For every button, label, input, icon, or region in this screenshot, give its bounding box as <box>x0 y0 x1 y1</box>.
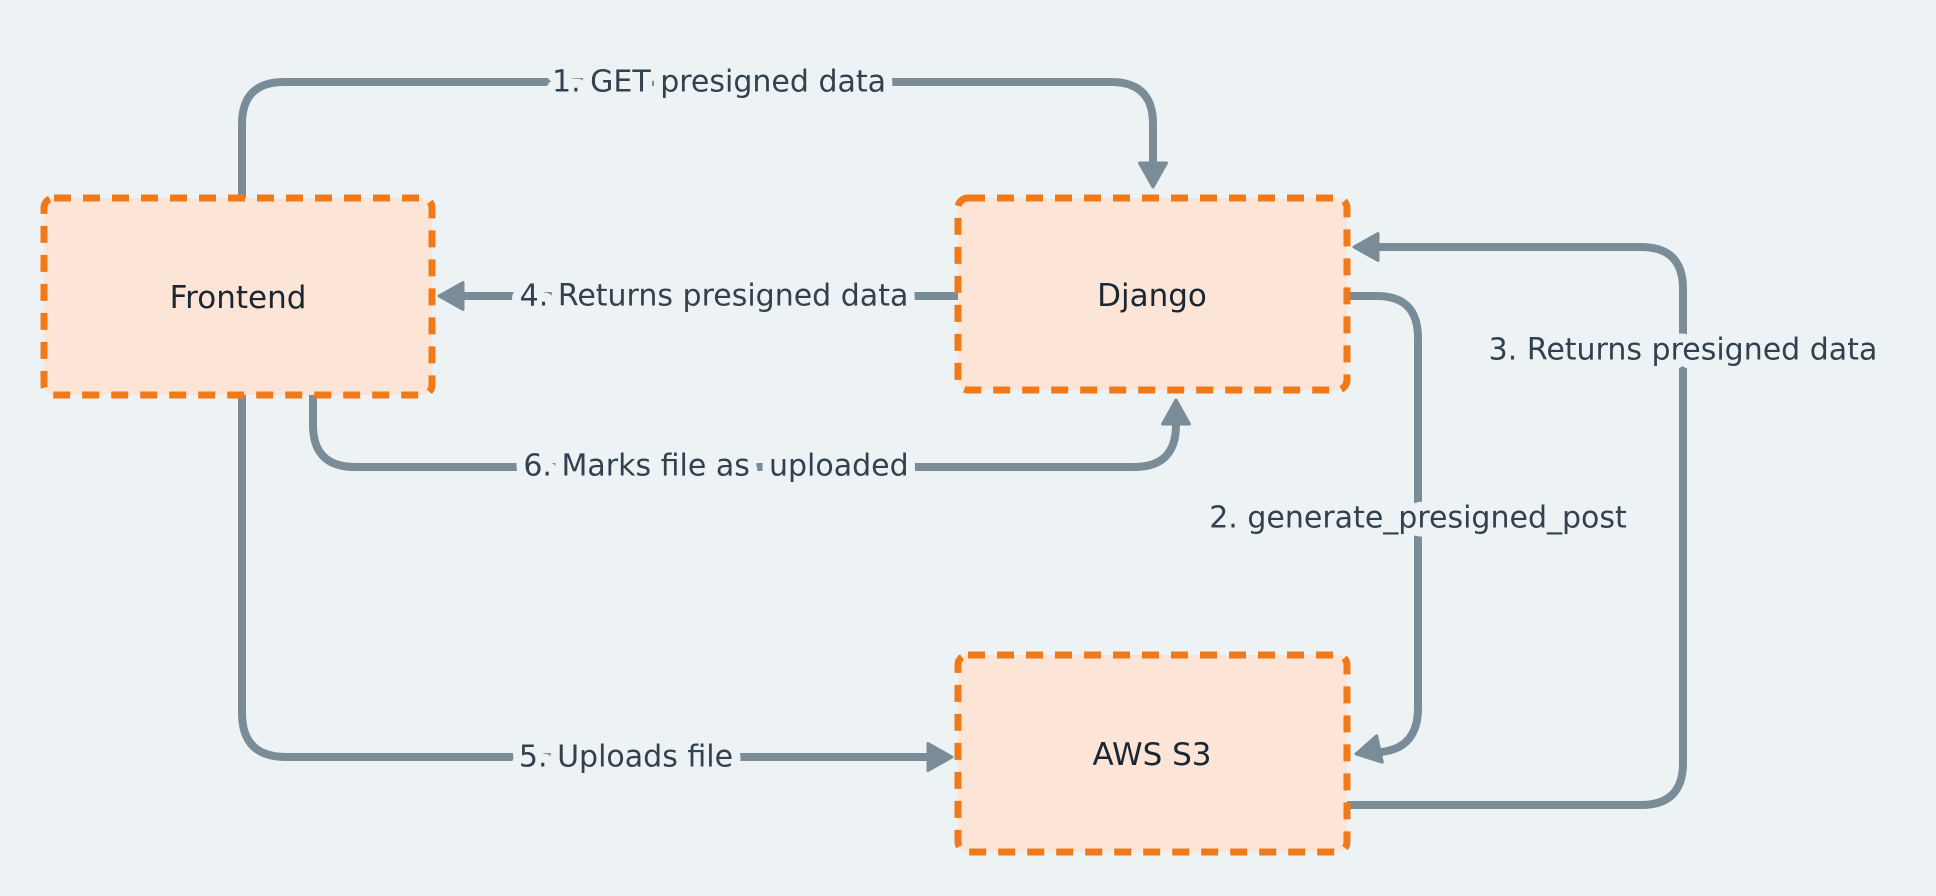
nodes: Frontend Django AWS S3 <box>40 194 1351 856</box>
django-node <box>954 194 1351 394</box>
edge-label-step5: 5. Uploads file <box>519 740 733 775</box>
arrowhead-down-into-django-icon <box>1138 161 1168 189</box>
edge-returns-presigned-data-to-django <box>1343 243 1687 809</box>
arrowhead-left-into-s3-icon <box>1354 734 1384 764</box>
arrowhead-left-into-frontend-icon <box>437 281 465 311</box>
arrowhead-left-into-django-icon <box>1352 232 1380 262</box>
aws-s3-node-label: AWS S3 <box>1092 737 1211 773</box>
edge-label-step1: 1. GET presigned data <box>552 65 886 100</box>
frontend-node-label: Frontend <box>170 280 307 316</box>
edge-label-step2: 2. generate_presigned_post <box>1209 501 1627 536</box>
edges <box>238 78 1687 809</box>
edge-labels: 1. GET presigned data 2. generate_presig… <box>510 56 1886 784</box>
edge-label-step3: 3. Returns presigned data <box>1489 333 1878 368</box>
edge-label-step6: 6. Marks file as uploaded <box>523 449 908 484</box>
arrowhead-right-into-s3-icon <box>926 742 954 772</box>
aws-s3-node <box>954 651 1351 856</box>
edge-generate-presigned-post <box>1343 292 1422 756</box>
edge-get-presigned-data <box>238 78 1157 202</box>
edge-marks-file-uploaded <box>309 391 1180 471</box>
edge-label-step4: 4. Returns presigned data <box>520 279 909 314</box>
frontend-node <box>40 194 436 399</box>
django-node-label: Django <box>1097 278 1207 314</box>
edge-uploads-file <box>238 391 932 761</box>
arrowhead-up-into-django-icon <box>1161 398 1191 426</box>
